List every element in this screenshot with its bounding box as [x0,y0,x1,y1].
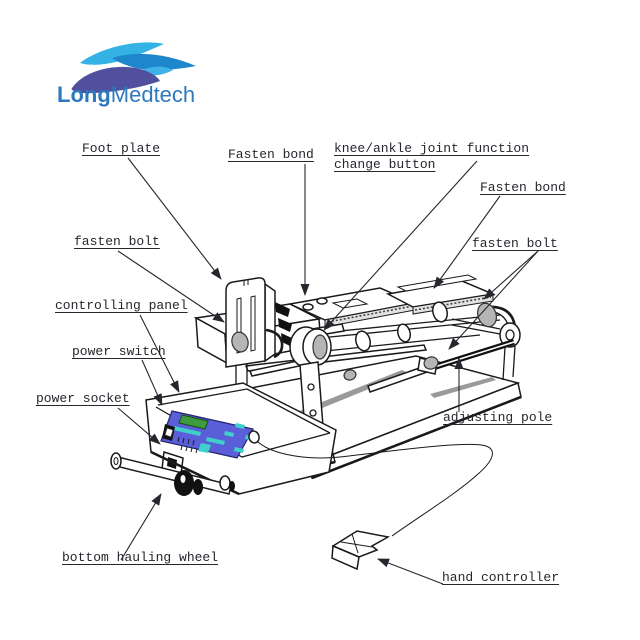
logo-wing-light [80,42,164,65]
power-socket-arrow [117,407,161,445]
label-controlling-panel: controlling panel [55,298,188,313]
knee-ankle-arrow [323,160,478,331]
fasten-bond-right-arrow [433,195,501,289]
label-fasten-bond-top: Fasten bond [228,147,314,162]
fasten-bolt-right-arrow-b [448,250,539,350]
hand-controller-part [248,430,493,571]
foot-plate-arrow [127,157,222,280]
label-knee-ankle: knee/ankle joint function change button [334,141,530,172]
logo-word-rest: Medtech [110,82,196,107]
power-switch-arrow [141,359,163,406]
label-adjusting-pole: adjusting pole [443,410,553,425]
controlling-panel-arrow [139,314,180,393]
logo-wing-dark [71,66,160,94]
label-foot-plate: Foot plate [82,141,161,156]
label-fasten-bolt-left: fasten bolt [74,234,160,249]
fastener-knobs [231,302,498,381]
lcd-screen [178,414,209,430]
hand-controller-arrow [377,558,444,585]
fasten-bolt-left-arrow [117,250,225,323]
label-hand-controller: hand controller [442,570,560,585]
foot-plate-part [225,277,294,368]
adjusting-pole-part [367,305,521,393]
logo-word-bold: Long [57,82,111,107]
logo-wing-mid [112,53,196,71]
logo-wordmark: LongMedtech [57,82,195,108]
label-power-socket: power socket [36,391,130,406]
label-fasten-bolt-right: fasten bolt [472,236,558,251]
label-bottom-hauling-wheel: bottom hauling wheel [62,550,219,565]
label-power-switch: power switch [72,344,166,359]
bottom-hauling-wheel-arrow [120,493,162,561]
control-head [145,382,337,496]
panel-buttons [173,423,255,453]
leader-arrows [117,157,539,585]
fasten-bolt-right-arrow-a [483,250,539,300]
bottom-hauling-wheel-part [110,452,235,496]
label-fasten-bond-right: Fasten bond [480,180,566,195]
longmedtech-logo-icon [71,42,196,94]
carriage-knobs-white [355,301,448,352]
